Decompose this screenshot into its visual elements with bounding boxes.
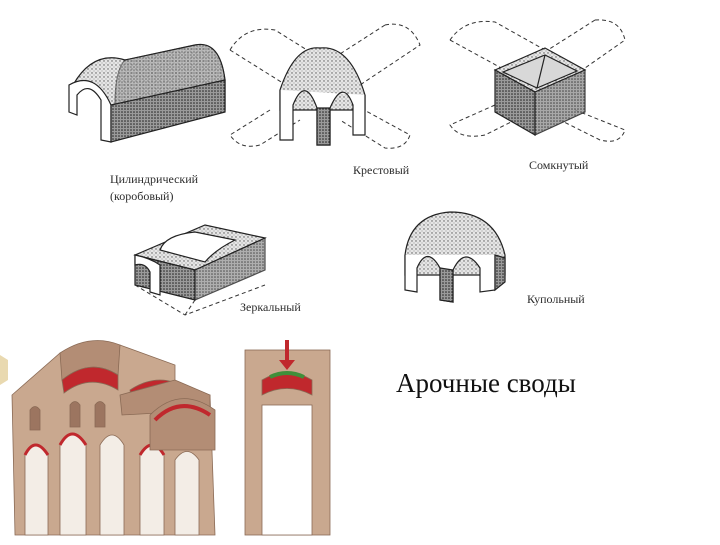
closed-vault-projection bbox=[449, 19, 626, 142]
romanesque-cutaway-illustration bbox=[0, 335, 370, 540]
label-dome: Купольный bbox=[527, 292, 585, 306]
mirror-vault-drawing bbox=[133, 224, 267, 301]
label-cylindrical-alt: (коробовый) bbox=[110, 189, 174, 203]
slide-caption: Арочные своды bbox=[396, 368, 576, 398]
cross-vault-solid bbox=[279, 47, 366, 146]
vault-types-diagram: Цилиндрический (коробовый) Крестовый Сом… bbox=[55, 0, 645, 335]
label-mirror: Зеркальный bbox=[240, 300, 301, 314]
building-cutaway bbox=[11, 340, 216, 536]
label-closed: Сомкнутый bbox=[529, 158, 589, 172]
label-cylindrical: Цилиндрический bbox=[110, 172, 199, 186]
mirror-vault-projection bbox=[134, 284, 266, 316]
vault-drawings bbox=[68, 19, 626, 316]
closed-vault-solid bbox=[493, 47, 587, 137]
cutaway-graphic bbox=[0, 335, 370, 540]
arch-portal-diagram bbox=[244, 340, 331, 536]
label-cross: Крестовый bbox=[353, 163, 410, 177]
cylindrical-vault-drawing bbox=[68, 43, 226, 143]
dome-vault-drawing bbox=[404, 211, 506, 303]
